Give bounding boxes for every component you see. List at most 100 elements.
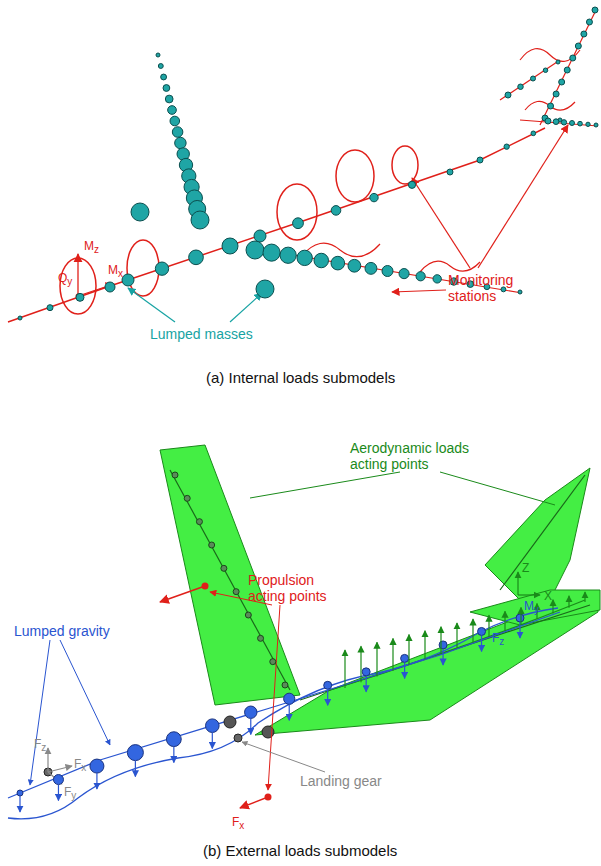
lift-arrow: [504, 611, 505, 630]
lumped-mass: [545, 118, 551, 124]
lumped-mass: [156, 53, 160, 57]
lumped-mass: [105, 282, 115, 292]
lift-arrow: [440, 627, 441, 654]
lumped-mass: [408, 181, 415, 188]
lumped-mass: [505, 92, 511, 98]
lift-arrow: [456, 623, 457, 648]
callout: Lumped gravity: [14, 623, 110, 639]
lumped-mass: [570, 55, 576, 61]
lumped-mass: [556, 60, 560, 64]
lumped-mass: [433, 275, 441, 283]
lumped-mass: [504, 144, 509, 149]
gravity-mass: [127, 745, 143, 761]
lumped-mass: [531, 76, 536, 81]
lumped-mass: [382, 266, 393, 277]
lumped-mass: [477, 157, 483, 163]
gravity-mass: [245, 706, 257, 718]
aero-point: [258, 635, 264, 641]
gravity-arrow: [250, 718, 251, 734]
lift-arrow: [552, 600, 553, 614]
lumped-mass: [559, 79, 565, 85]
lift-arrow: [472, 619, 473, 642]
lumped-mass: [165, 95, 173, 103]
shear-label: Qy: [58, 270, 72, 286]
aero-point: [184, 495, 190, 501]
force-label: Fx: [74, 756, 86, 772]
lumped-mass: [531, 131, 536, 136]
lift-arrow: [584, 592, 585, 602]
lumped-mass: [570, 121, 575, 126]
aero-point: [270, 659, 276, 665]
lumped-mass: [592, 7, 598, 13]
lift-arrow: [376, 642, 377, 676]
moment-label: My: [524, 598, 539, 614]
gravity-arrow: [135, 761, 136, 777]
force-label: Fx: [232, 814, 244, 830]
lift-arrow: [360, 646, 361, 682]
gravity-mass: [17, 790, 23, 796]
lumped-mass: [155, 262, 168, 275]
lumped-mass: [399, 269, 409, 279]
caption: (a) Internal loads submodels: [206, 370, 395, 386]
external-model: [8, 445, 600, 819]
lumped-mass: [122, 274, 134, 286]
lumped-mass: [564, 67, 570, 73]
lumped-mass: [365, 262, 377, 274]
callout: Propulsion acting points: [248, 572, 343, 604]
gravity-arrow: [366, 676, 367, 692]
lumped-mass: [575, 43, 581, 49]
lift-arrow: [392, 638, 393, 670]
lumped-mass: [246, 241, 264, 259]
lumped-mass: [447, 169, 453, 175]
gravity-arrow: [19, 796, 20, 812]
lumped-mass: [158, 64, 163, 69]
gravity-arrow: [173, 747, 174, 763]
gravity-mass: [90, 759, 104, 773]
engine-mass: [256, 280, 274, 298]
lumped-mass: [553, 91, 559, 97]
lumped-mass: [370, 193, 378, 201]
lumped-mass: [543, 68, 548, 73]
lumped-mass: [161, 74, 167, 80]
gravity-mass: [284, 693, 295, 704]
aero-point: [209, 542, 215, 548]
moment-label: Mz: [84, 238, 99, 254]
internal-model: [8, 7, 598, 322]
lumped-mass: [280, 247, 296, 263]
lumped-mass: [581, 31, 587, 37]
lumped-mass: [254, 230, 266, 242]
gravity-arrow: [481, 635, 482, 651]
force-label: Fz: [34, 736, 46, 752]
gravity-arrow: [327, 689, 328, 705]
axis-label: Z: [522, 560, 529, 576]
force-label: Fy: [64, 784, 76, 800]
callout: Lumped masses: [150, 326, 253, 342]
gravity-mass: [516, 614, 524, 622]
lumped-mass: [553, 119, 559, 125]
lumped-mass: [586, 122, 590, 126]
gravity-mass: [206, 719, 220, 733]
lumped-mass: [578, 121, 583, 126]
lumped-mass: [331, 256, 345, 270]
lumped-mass: [189, 250, 204, 265]
lift-arrow: [344, 650, 345, 688]
lumped-mass: [314, 253, 329, 268]
lumped-mass: [548, 103, 554, 109]
lumped-mass: [47, 305, 53, 311]
gravity-mass: [362, 668, 370, 676]
lift-arrow: [408, 635, 409, 666]
lumped-mass: [222, 238, 238, 254]
lumped-mass: [170, 116, 180, 126]
engine-mass: [131, 203, 149, 221]
force-label: Fz: [492, 630, 504, 646]
aero-point: [196, 519, 202, 525]
lumped-mass: [297, 250, 312, 265]
gravity-arrow: [58, 785, 59, 801]
lumped-mass: [263, 244, 280, 261]
lift-arrow: [568, 596, 569, 608]
lumped-mass: [594, 123, 598, 127]
gravity-mass: [324, 681, 332, 689]
lumped-mass: [518, 84, 524, 90]
lumped-mass: [168, 106, 177, 115]
